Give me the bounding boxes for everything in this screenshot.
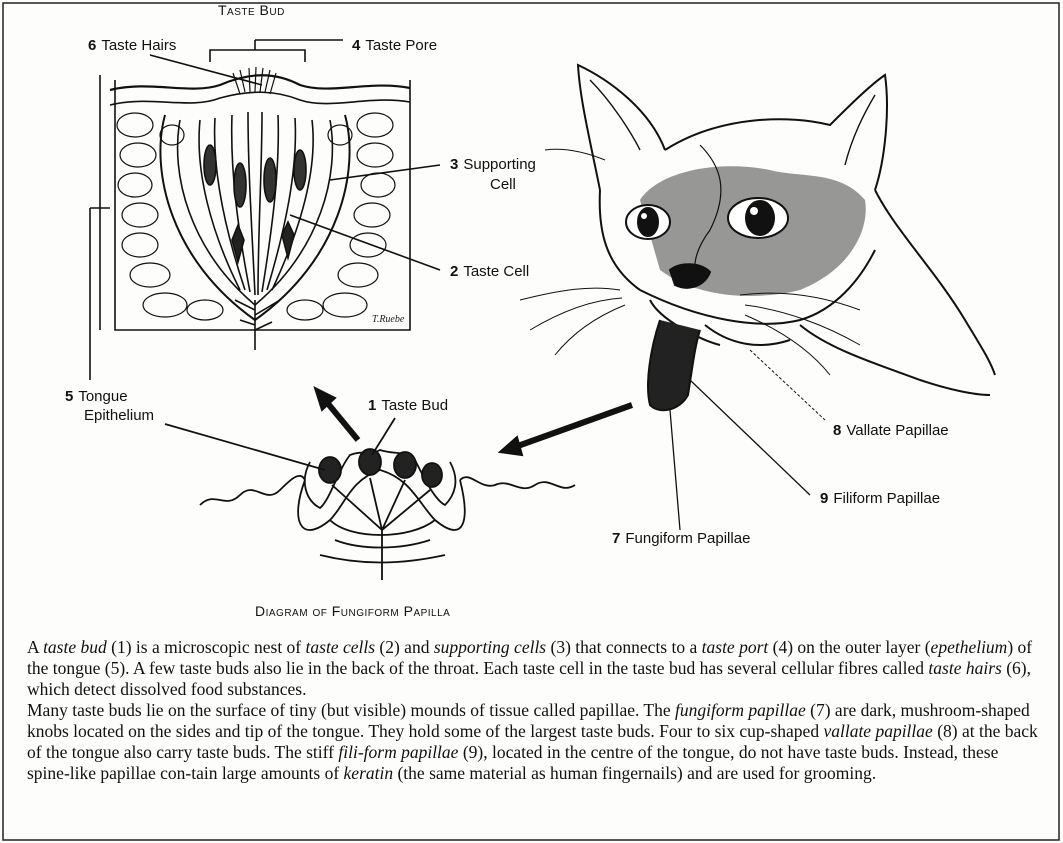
fungiform-papilla-illustration <box>165 388 632 580</box>
label-number: 9 <box>820 490 828 507</box>
description-text: A taste bud (1) is a microscopic nest of… <box>27 637 1042 784</box>
label-text: Fungiform Papillae <box>625 530 750 547</box>
label-number: 6 <box>88 37 96 54</box>
paragraph-papillae: Many taste buds lie on the surface of ti… <box>27 700 1042 784</box>
label-number: 3 <box>450 156 458 173</box>
taste-bud-title: Taste Bud <box>218 2 285 18</box>
label-number: 1 <box>368 397 376 414</box>
label-fungiform-papillae: 7 Fungiform Papillae <box>612 530 750 547</box>
fungiform-papilla-title: Diagram of Fungiform Papilla <box>255 603 450 619</box>
label-number: 5 <box>65 388 73 405</box>
italic-term: epethelium <box>931 637 1008 657</box>
italic-term: vallate papillae <box>823 721 932 741</box>
taste-bud-section-illustration: T.Ruebe <box>90 40 440 380</box>
label-taste-cell: 2 Taste Cell <box>450 263 529 280</box>
paragraph-taste-bud: A taste bud (1) is a microscopic nest of… <box>27 637 1042 700</box>
italic-term: taste port <box>702 637 769 657</box>
label-taste-hairs: 6 Taste Hairs <box>88 37 176 54</box>
label-taste-bud: 1 Taste Bud <box>368 397 448 414</box>
cat-head-illustration <box>520 65 995 530</box>
label-filiform-papillae: 9 Filiform Papillae <box>820 490 940 507</box>
label-text: Taste Pore <box>365 37 437 54</box>
text-run: Many taste buds lie on the surface of ti… <box>27 700 675 720</box>
label-tongue-epithelium-line2: Epithelium <box>84 407 154 424</box>
label-text: Taste Bud <box>381 397 448 414</box>
text-run: (4) on the outer layer ( <box>768 637 930 657</box>
italic-term: keratin <box>344 763 394 783</box>
italic-term: taste cells <box>306 637 376 657</box>
text-run: A <box>27 637 43 657</box>
text-run: (1) is a microscopic nest of <box>107 637 306 657</box>
label-number: 4 <box>352 37 360 54</box>
text-run: (2) and <box>375 637 434 657</box>
italic-term: fungiform papillae <box>675 700 806 720</box>
label-number: 8 <box>833 422 841 439</box>
label-taste-pore: 4 Taste Pore <box>352 37 437 54</box>
label-tongue-epithelium: 5 Tongue <box>65 388 128 405</box>
label-text: Taste Hairs <box>101 37 176 54</box>
text-run: (the same material as human fingernails)… <box>393 763 876 783</box>
label-supporting-cell-line2: Cell <box>490 176 516 193</box>
italic-term: taste bud <box>43 637 107 657</box>
italic-term: taste hairs <box>928 658 1001 678</box>
label-number: 2 <box>450 263 458 280</box>
label-text: Vallate Papillae <box>846 422 948 439</box>
label-text: Filiform Papillae <box>833 490 940 507</box>
text-run: (3) that connects to a <box>546 637 702 657</box>
label-supporting-cell: 3 Supporting <box>450 156 536 173</box>
italic-term: supporting cells <box>434 637 546 657</box>
italic-term: fili-form papillae <box>338 742 458 762</box>
label-text: Supporting <box>463 156 536 173</box>
label-text: Tongue <box>78 388 127 405</box>
label-vallate-papillae: 8 Vallate Papillae <box>833 422 949 439</box>
label-text: Taste Cell <box>463 263 529 280</box>
label-number: 7 <box>612 530 620 547</box>
artist-signature: T.Ruebe <box>372 314 405 325</box>
